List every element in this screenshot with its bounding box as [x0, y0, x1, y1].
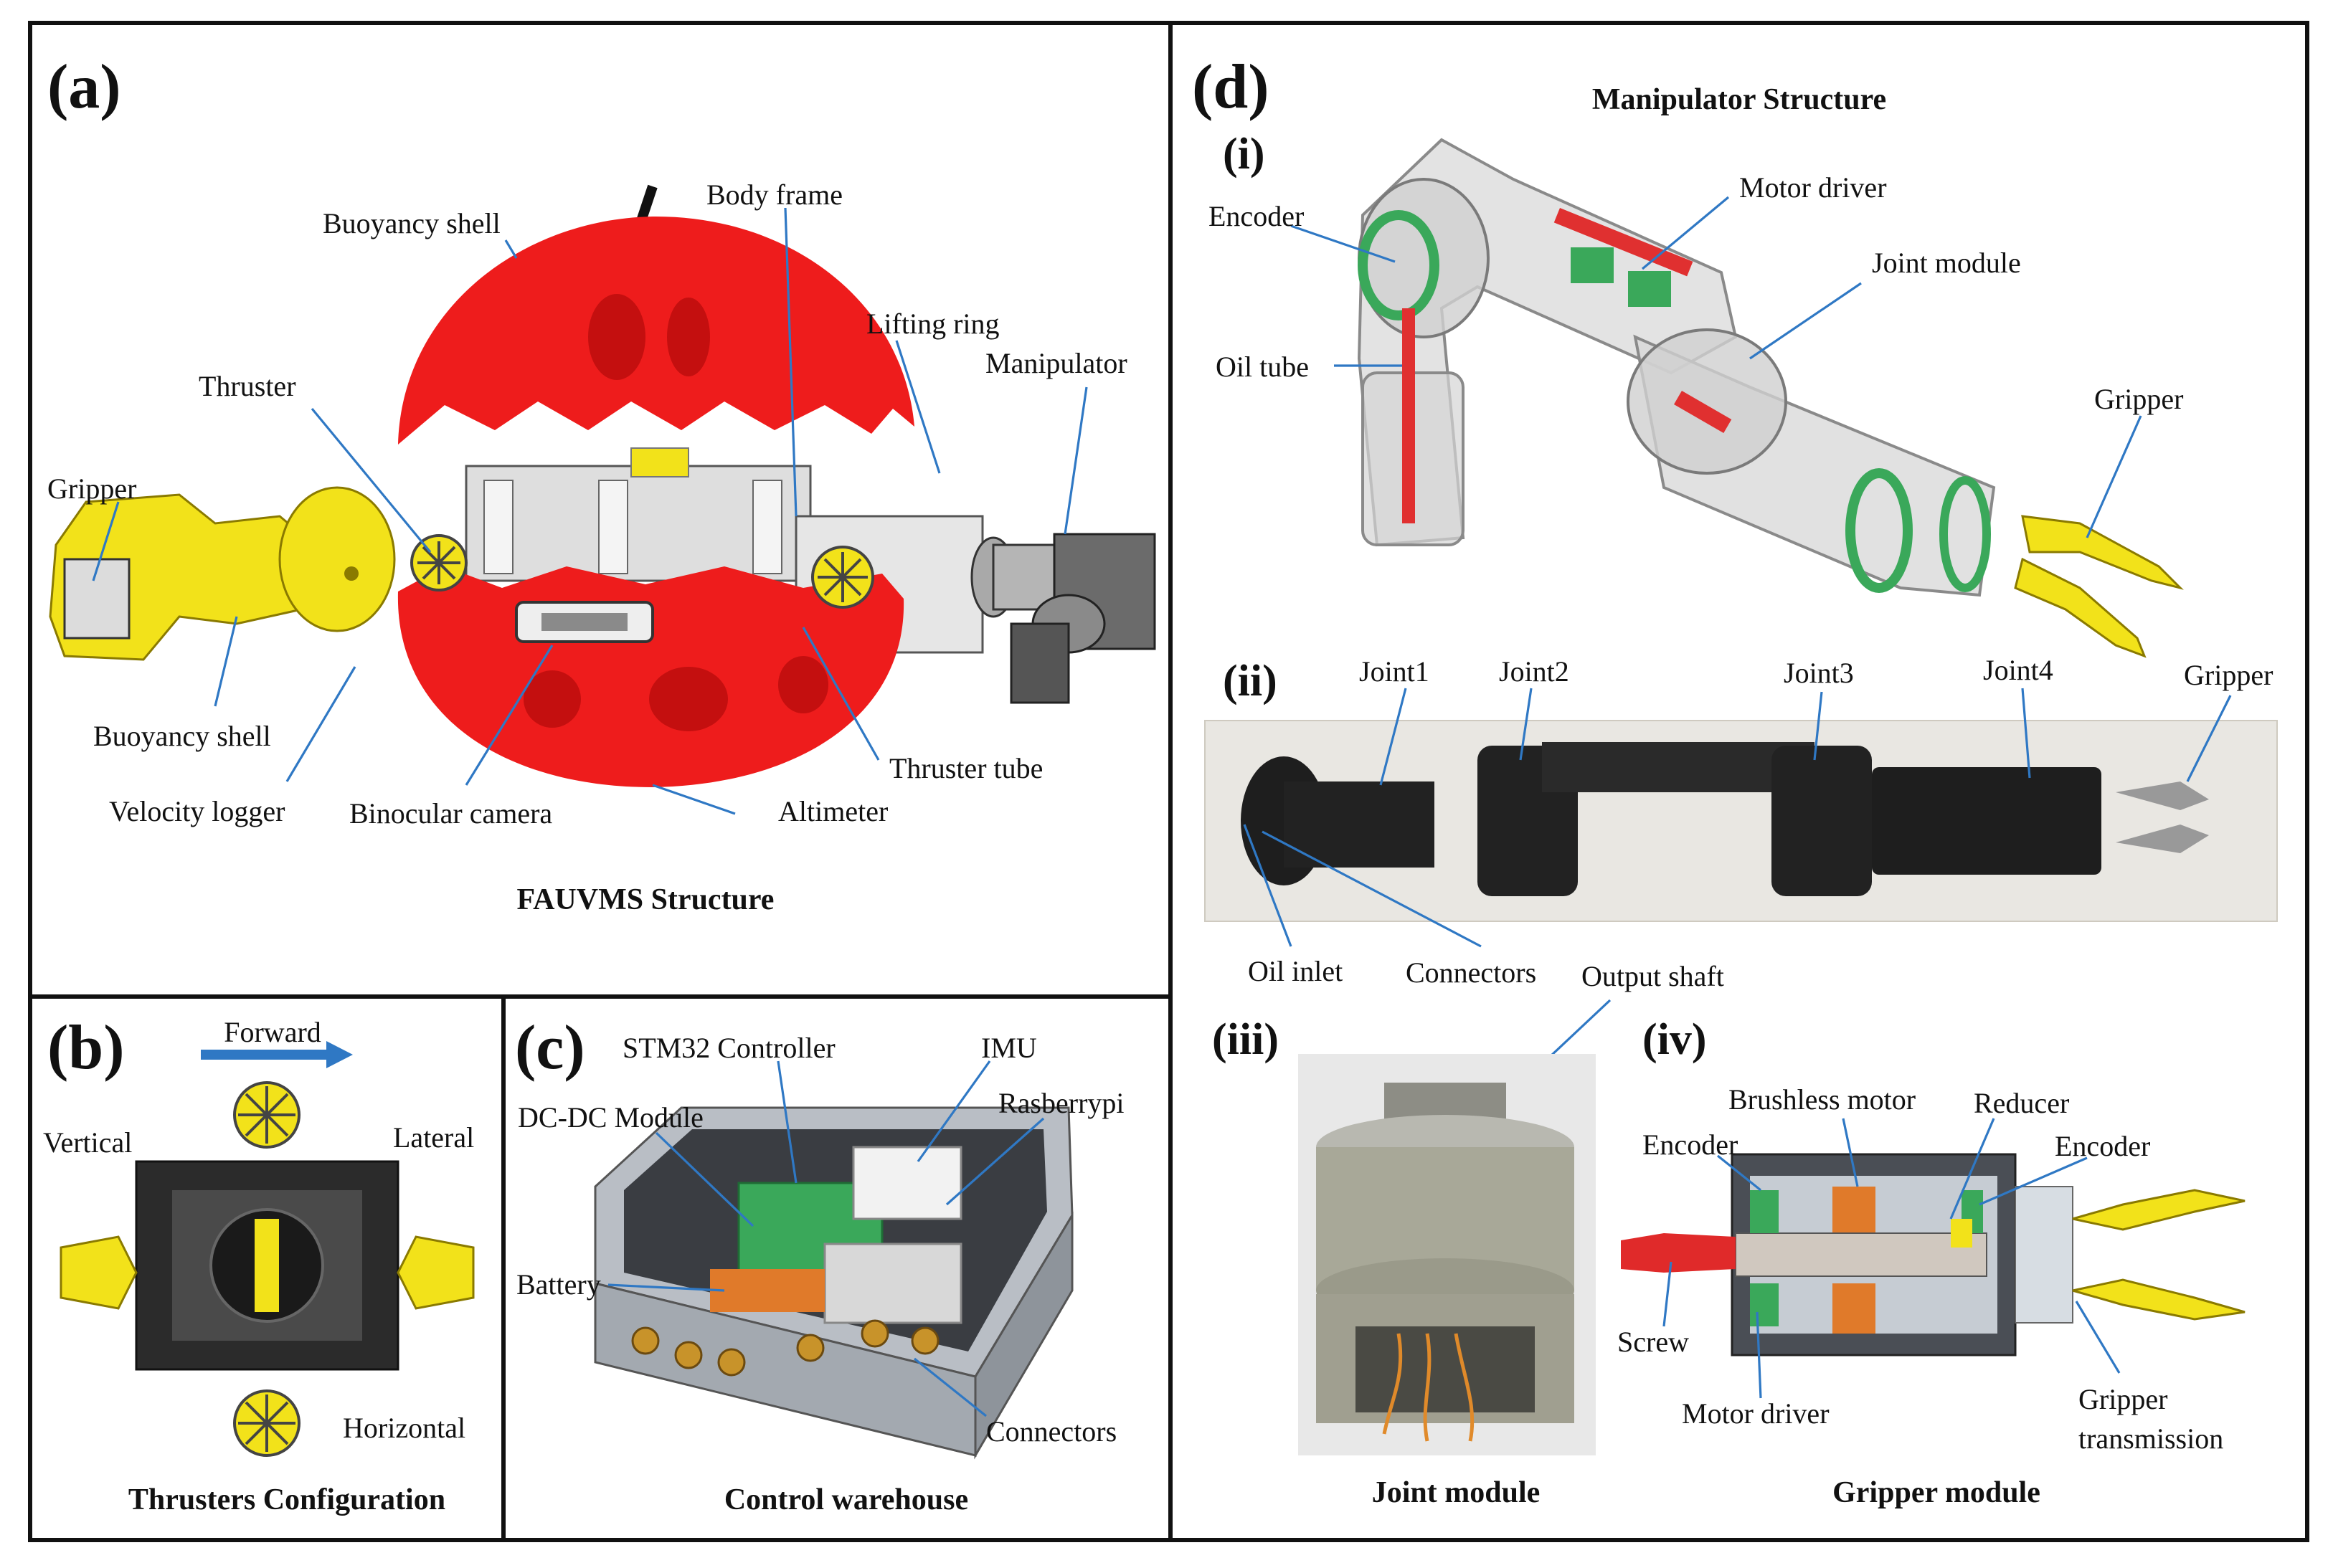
panel-d-ii-leaders	[1243, 688, 2232, 948]
panel-c-letter: (c)	[515, 1013, 585, 1083]
thruster-left	[410, 534, 468, 591]
label-motor-driver-iv: Motor driver	[1682, 1397, 1830, 1430]
sub-ii-numeral: (ii)	[1223, 657, 1277, 705]
label-forward: Forward	[224, 1016, 321, 1048]
label-altimeter: Altimeter	[778, 795, 888, 827]
yellow-arm	[49, 486, 396, 661]
label-vertical: Vertical	[43, 1126, 132, 1159]
label-oil-inlet: Oil inlet	[1248, 955, 1343, 987]
thruster-right	[811, 546, 874, 609]
panel-c: (c) STM32 Con	[515, 1013, 1125, 1516]
label-lifting-ring: Lifting ring	[866, 308, 1000, 340]
shell-cutout	[667, 298, 710, 376]
label-connectors-ii: Connectors	[1406, 956, 1536, 989]
label-gripper-transmission-1: Gripper	[2078, 1383, 2167, 1415]
caption-joint-module: Joint module	[1372, 1476, 1541, 1509]
label-manipulator: Manipulator	[985, 347, 1127, 379]
label-battery: Battery	[516, 1268, 601, 1301]
caption-gripper-module: Gripper module	[1832, 1476, 2040, 1509]
label-joint2: Joint2	[1499, 655, 1569, 688]
thruster-lateral-right	[397, 1235, 475, 1310]
panel-b: (b) Forward Vertical Later	[43, 1013, 475, 1516]
label-joint4: Joint4	[1983, 654, 2053, 686]
panel-d-title: Manipulator Structure	[1592, 83, 1886, 116]
thruster-vertical-bottom	[233, 1389, 301, 1457]
label-output-shaft: Output shaft	[1581, 960, 1724, 992]
gripper-pincers	[2072, 1189, 2246, 1321]
sub-iii-numeral: (iii)	[1212, 1015, 1279, 1064]
joint-module-photo	[1298, 1054, 1596, 1455]
panel-a-leaders	[92, 207, 1088, 815]
label-gripper-i: Gripper	[2094, 383, 2183, 415]
figure-frame	[28, 21, 2309, 1542]
label-encoder-right: Encoder	[2055, 1130, 2150, 1162]
label-dc-dc-module: DC-DC Module	[518, 1101, 704, 1134]
caption-panel-c: Control warehouse	[724, 1483, 968, 1516]
gripper-jaws-yellow	[2014, 515, 2184, 658]
shell-cutout	[524, 670, 581, 728]
label-reducer: Reducer	[1974, 1087, 2069, 1119]
label-stm32-controller: STM32 Controller	[623, 1032, 836, 1064]
label-joint3: Joint3	[1784, 657, 1854, 689]
label-velocity-logger: Velocity logger	[109, 795, 285, 827]
panel-b-letter: (b)	[47, 1013, 125, 1083]
camera-lens	[541, 613, 628, 631]
label-brushless-motor: Brushless motor	[1728, 1083, 1916, 1116]
label-buoyancy-shell-bottom: Buoyancy shell	[93, 720, 271, 752]
label-thruster-tube: Thruster tube	[889, 752, 1043, 784]
label-raspberrypi: Rasberrypi	[998, 1087, 1125, 1119]
buoyancy-shell-top	[398, 216, 914, 445]
label-encoder-i: Encoder	[1208, 200, 1304, 232]
label-motor-driver-i: Motor driver	[1739, 171, 1887, 204]
label-oil-tube: Oil tube	[1216, 351, 1309, 383]
box-connectors	[631, 1319, 940, 1377]
label-lateral: Lateral	[393, 1121, 474, 1154]
label-gripper: Gripper	[47, 472, 136, 505]
label-body-frame: Body frame	[706, 179, 843, 211]
sub-i-numeral: (i)	[1223, 130, 1265, 179]
label-binocular-camera: Binocular camera	[349, 797, 552, 830]
panel-c-leaders	[607, 1060, 1045, 1417]
label-connectors-c: Connectors	[986, 1415, 1117, 1448]
shell-cutout	[588, 294, 645, 380]
arm-photo	[1204, 720, 2278, 922]
label-joint1: Joint1	[1359, 655, 1429, 688]
panel-d: (d) Manipulator Structure (i)	[1192, 52, 2278, 1509]
gray-manipulator	[970, 533, 1156, 704]
label-horizontal: Horizontal	[343, 1412, 465, 1444]
panel-d-letter: (d)	[1192, 52, 1269, 122]
panel-d-iv-leaders	[1662, 1118, 2121, 1399]
caption-panel-b: Thrusters Configuration	[128, 1483, 445, 1516]
panel-d-i-leaders	[1290, 196, 2142, 538]
panel-a: (a)	[47, 52, 1156, 916]
label-gripper-transmission-2: transmission	[2078, 1422, 2223, 1455]
label-encoder-left: Encoder	[1642, 1129, 1738, 1161]
label-joint-module-i: Joint module	[1872, 247, 2021, 279]
thruster-lateral-left	[60, 1235, 138, 1310]
caption-panel-a: FAUVMS Structure	[517, 883, 775, 916]
label-gripper-ii: Gripper	[2184, 659, 2273, 691]
manipulator-render	[1357, 138, 1996, 597]
label-thruster: Thruster	[199, 370, 296, 402]
label-imu: IMU	[981, 1032, 1037, 1064]
forward-arrow	[201, 1041, 353, 1068]
panel-a-letter: (a)	[47, 52, 121, 122]
label-screw: Screw	[1617, 1326, 1689, 1358]
antenna	[637, 184, 658, 221]
thruster-vertical-top	[233, 1081, 301, 1149]
shell-cutout	[649, 667, 728, 731]
control-box	[594, 1106, 1074, 1460]
sub-iv-numeral: (iv)	[1642, 1015, 1707, 1064]
thruster-frame	[135, 1160, 399, 1371]
shell-cutout	[778, 656, 828, 713]
label-buoyancy-shell-top: Buoyancy shell	[323, 207, 501, 239]
gripper-module-section	[1621, 1153, 2073, 1356]
